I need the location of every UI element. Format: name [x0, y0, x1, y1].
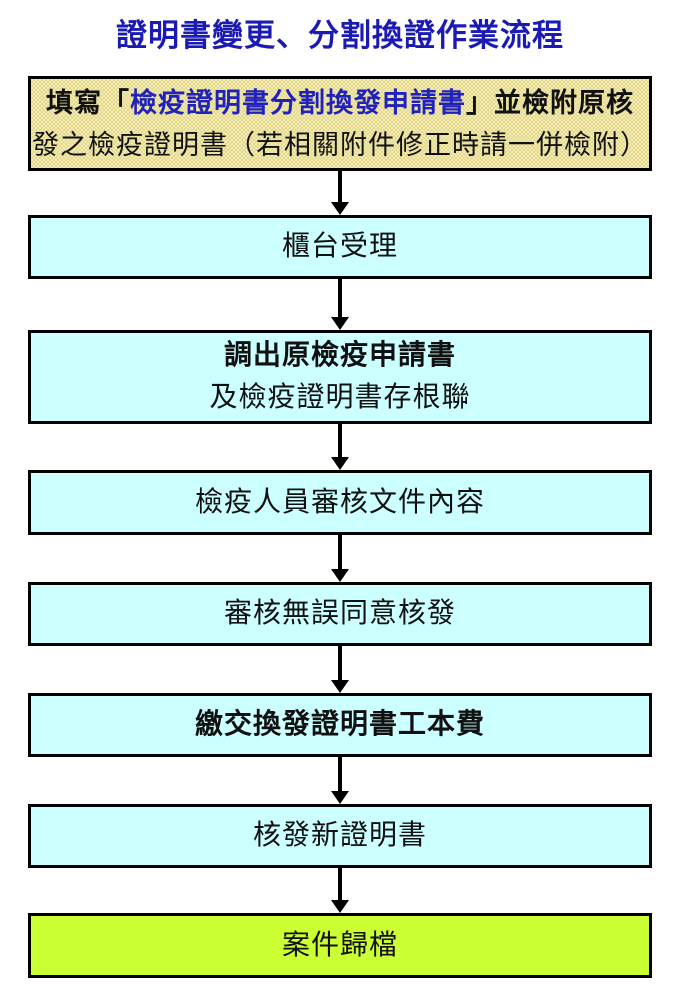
start-box-line1-suffix: 」並檢附原核 — [466, 87, 634, 118]
flow-arrow-down-icon — [0, 424, 680, 470]
start-box-line2: 發之檢疫證明書（若相關附件修正時請一併檢附） — [32, 129, 648, 160]
step-label-line1: 調出原檢疫申請書 — [223, 340, 456, 371]
flow-arrow-down-icon — [0, 868, 680, 913]
step-box-case-filing: 案件歸檔 — [28, 913, 652, 978]
step-label: 案件歸檔 — [281, 929, 398, 961]
arrow-head — [331, 680, 349, 693]
flow-arrow-down-icon — [0, 646, 680, 693]
step-box-approve-issuance: 審核無誤同意核發 — [28, 582, 652, 646]
start-box-line1-prefix: 填寫「 — [46, 87, 130, 118]
step-label: 檢疫人員審核文件內容 — [194, 486, 485, 518]
arrow-shaft — [338, 646, 342, 681]
arrow-shaft — [338, 535, 342, 570]
arrow-head — [331, 791, 349, 804]
flow-arrow-down-icon — [0, 757, 680, 804]
step-label-line2: 及檢疫證明書存根聯 — [209, 382, 471, 413]
arrow-head — [331, 569, 349, 582]
arrow-head — [331, 900, 349, 913]
step-box-pay-reissue-fee: 繳交換發證明書工本費 — [28, 693, 652, 757]
page-title: 證明書變更、分割換證作業流程 — [116, 18, 564, 53]
step-box-review-document-content: 檢疫人員審核文件內容 — [28, 470, 652, 535]
arrow-head — [331, 317, 349, 330]
step-label: 繳交換發證明書工本費 — [194, 709, 485, 740]
step-label: 審核無誤同意核發 — [223, 598, 456, 629]
start-box-line1-highlight: 檢疫證明書分割換發申請書 — [130, 87, 466, 118]
flow-arrow-down-icon — [0, 279, 680, 330]
step-label: 櫃台受理 — [281, 231, 398, 262]
arrow-head — [331, 202, 349, 215]
flow-start-box: 填寫「檢疫證明書分割換發申請書」並檢附原核 發之檢疫證明書（若相關附件修正時請一… — [28, 76, 652, 171]
arrow-head — [331, 457, 349, 470]
arrow-shaft — [338, 424, 342, 458]
step-label: 核發新證明書 — [252, 820, 427, 851]
arrow-shaft — [338, 171, 342, 203]
arrow-shaft — [338, 279, 342, 318]
step-box-retrieve-original-documents: 調出原檢疫申請書 及檢疫證明書存根聯 — [28, 330, 652, 424]
arrow-shaft — [338, 868, 342, 901]
arrow-shaft — [338, 757, 342, 792]
step-box-counter-acceptance: 櫃台受理 — [28, 215, 652, 279]
flow-arrow-down-icon — [0, 535, 680, 582]
step-box-issue-new-certificate: 核發新證明書 — [28, 804, 652, 868]
flow-arrow-down-icon — [0, 171, 680, 215]
start-box-line1: 填寫「檢疫證明書分割換發申請書」並檢附原核 — [46, 82, 634, 124]
